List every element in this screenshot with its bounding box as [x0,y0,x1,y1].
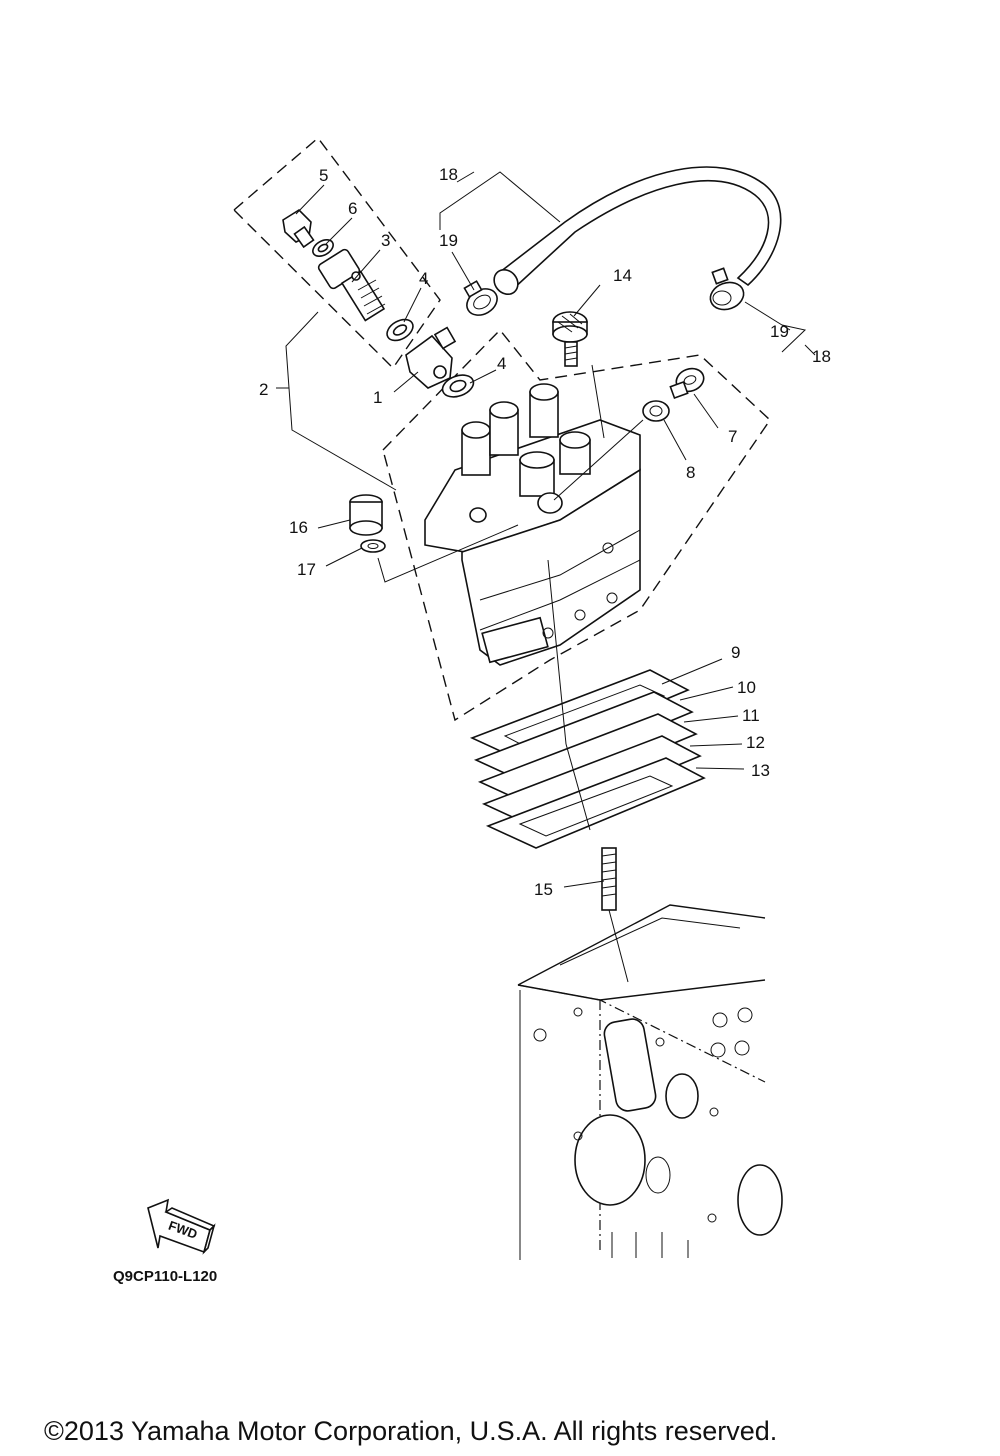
callout-19-right: 19 [770,322,789,341]
screw-14 [552,311,588,367]
callout-16: 16 [289,518,308,537]
bolt-7 [669,367,705,400]
ring-17 [360,539,386,553]
callout-18-top: 18 [439,165,458,184]
callout-5: 5 [319,166,328,185]
callout-7: 7 [728,427,737,446]
stud-15 [601,847,617,911]
washer-8 [642,400,670,422]
callout-1: 1 [373,388,382,407]
callout-19-top: 19 [439,231,458,250]
callout-15: 15 [534,880,553,899]
callout-2: 2 [259,380,268,399]
dashed-group-banjo [233,136,441,370]
callout-3: 3 [381,231,390,250]
callout-4-lower: 4 [497,354,506,373]
callout-14: 14 [613,266,632,285]
collar-16 [349,494,383,536]
banjo-bolt-3 [317,248,386,322]
diagram-code: Q9CP110-L120 [113,1268,217,1285]
gasket-stack [469,669,706,849]
callout-6: 6 [348,199,357,218]
copyright-notice: ©2013 Yamaha Motor Corporation, U.S.A. A… [44,1416,777,1446]
leader-lines [276,171,816,983]
union-1 [405,326,457,389]
washer-4-lower [441,374,475,398]
fuel-hose-18 [493,166,782,296]
hose-clamp-19-left [463,280,498,316]
fwd-arrow-icon: FWD [147,1198,216,1255]
callout-9: 9 [731,643,740,662]
callout-18-right: 18 [812,347,831,366]
washer-4-upper [386,318,414,342]
washer-6 [312,239,334,257]
callout-17: 17 [297,560,316,579]
callout-10: 10 [737,678,756,697]
callout-12: 12 [746,733,765,752]
callout-8: 8 [686,463,695,482]
dashed-group-pump [382,328,771,722]
bolt-5 [282,208,315,249]
callouts: 5 6 3 4 18 19 14 19 18 4 2 1 7 8 16 17 9… [259,165,831,899]
hose-clamp-19-right [709,267,745,311]
callout-11: 11 [742,706,760,725]
injection-pump [424,383,641,666]
engine-block [517,904,783,1260]
callout-4-upper: 4 [419,269,428,288]
callout-13: 13 [751,761,770,780]
